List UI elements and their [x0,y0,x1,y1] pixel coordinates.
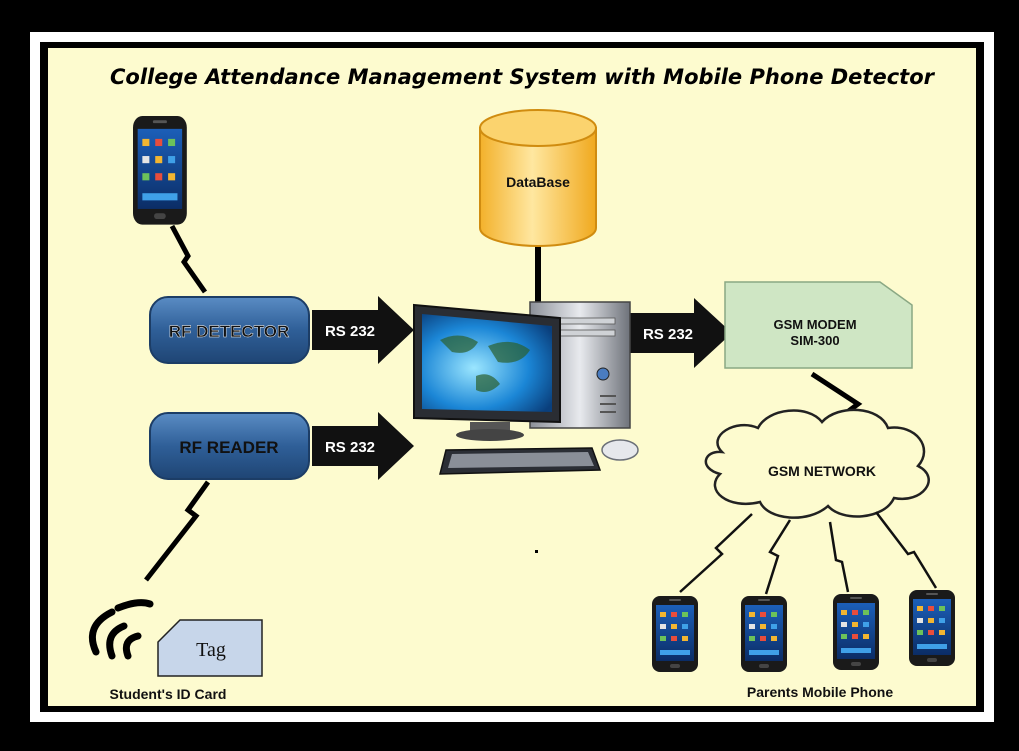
parent-phone-3 [833,594,879,670]
pc-mouse [601,439,639,461]
parent-phone-2 [741,596,787,672]
arrow-modem-label: RS 232 [643,326,693,343]
arrow-reader-label: RS 232 [325,439,375,456]
arrow-detector-label: RS 232 [325,323,375,340]
wireless-link-phone-detector [169,224,208,294]
computer-workstation [413,301,639,475]
parents-phone-caption: Parents Mobile Phone [747,684,893,700]
rf-detector-box: RF DETECTOR [149,296,310,364]
rf-reader-box: RF READER [149,412,310,480]
rf-reader-label: RF READER [179,438,278,457]
database-cylinder: DataBase [479,109,597,247]
student-id-tag: Tag [157,619,263,677]
gsm-modem-box: GSM MODEM SIM-300 [724,281,913,369]
network-to-phones-links [679,511,938,595]
arrow-pc-to-modem: RS 232 [630,298,732,368]
wireless-link-reader-card [144,480,211,582]
gsm-modem-label: GSM MODEM [773,317,856,332]
diagram-title: College Attendance Management System wit… [110,65,936,89]
stray-dot [535,550,538,553]
detected-mobile-phone [133,116,187,225]
arrow-reader-to-pc: RS 232 [312,412,414,480]
gsm-network-label: GSM NETWORK [768,463,876,479]
database-label: DataBase [506,174,570,190]
parent-phone-4 [909,590,955,666]
arrow-detector-to-pc: RS 232 [312,296,414,364]
rfid-wave-icon [89,599,154,660]
gsm-network-cloud: GSM NETWORK [704,408,930,519]
student-id-caption: Student's ID Card [110,686,227,702]
parent-phone-1 [652,596,698,672]
tag-label: Tag [196,639,226,661]
gsm-modem-model: SIM-300 [790,333,839,348]
rf-detector-label: RF DETECTOR [169,322,290,341]
